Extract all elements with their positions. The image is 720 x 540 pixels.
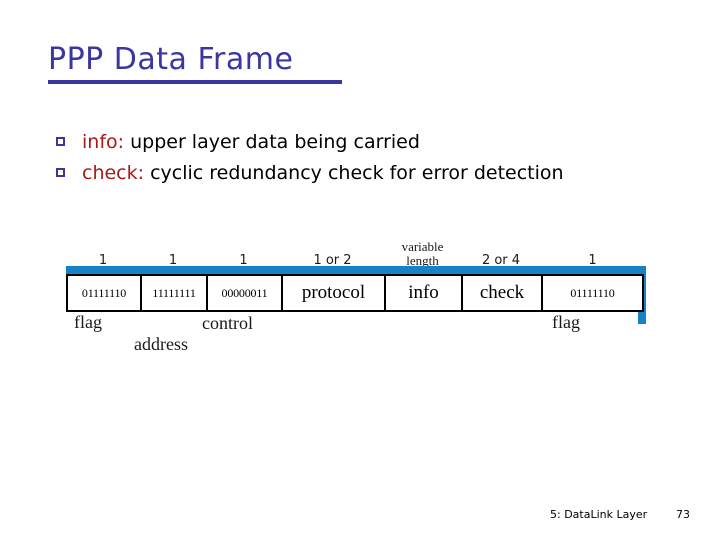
list-item: check: cyclic redundancy check for error…	[52, 159, 652, 188]
field-size-protocol: 1 or 2	[313, 253, 352, 268]
list-item-keyword: info:	[82, 131, 125, 153]
square-bullet-icon	[56, 137, 65, 146]
frame-cell-check: check	[461, 274, 543, 312]
frame-cell-control: 00000011	[206, 274, 283, 312]
bullet-list: info: upper layer data being carried che…	[52, 128, 652, 190]
frame-cell-flag-left: 01111110	[66, 274, 142, 312]
field-size-flag-right: 1	[588, 253, 597, 268]
list-item-keyword: check:	[82, 162, 145, 184]
footer-label: 5: DataLink Layer	[550, 508, 648, 521]
accent-bar	[66, 266, 646, 275]
field-size-check: 2 or 4	[481, 253, 521, 268]
frame-cell-info: info	[384, 274, 463, 312]
field-size-info-line2: length	[406, 253, 439, 268]
field-name-flag-left: flag	[74, 312, 102, 332]
field-size-control: 1	[239, 253, 248, 268]
field-name-control: control	[202, 313, 253, 333]
field-name-address: address	[134, 334, 188, 354]
list-item-text: cyclic redundancy check for error detect…	[144, 162, 564, 184]
list-item: info: upper layer data being carried	[52, 128, 652, 157]
field-name-row: flag address control flag	[60, 312, 650, 358]
frame-cells: 01111110 11111111 00000011 protocol info…	[66, 274, 644, 312]
frame-cell-flag-right: 01111110	[541, 274, 644, 312]
square-bullet-icon	[56, 168, 65, 177]
field-size-info: variable length	[384, 240, 461, 268]
field-size-info-line1: variable	[401, 239, 444, 254]
field-size-row: 1 1 1 1 or 2 variable length 2 or 4 1	[66, 228, 644, 268]
page-title: PPP Data Frame	[48, 42, 294, 77]
footer-page-number: 73	[676, 508, 690, 521]
frame-cell-protocol: protocol	[281, 274, 386, 312]
ppp-frame-diagram: 1 1 1 1 or 2 variable length 2 or 4 1 01…	[60, 228, 650, 358]
field-name-flag-right: flag	[552, 312, 580, 332]
frame-cell-address: 11111111	[140, 274, 208, 312]
list-item-text: upper layer data being carried	[124, 131, 420, 153]
field-size-address: 1	[168, 253, 178, 268]
title-underline	[48, 80, 342, 84]
field-size-flag-left: 1	[98, 253, 108, 268]
